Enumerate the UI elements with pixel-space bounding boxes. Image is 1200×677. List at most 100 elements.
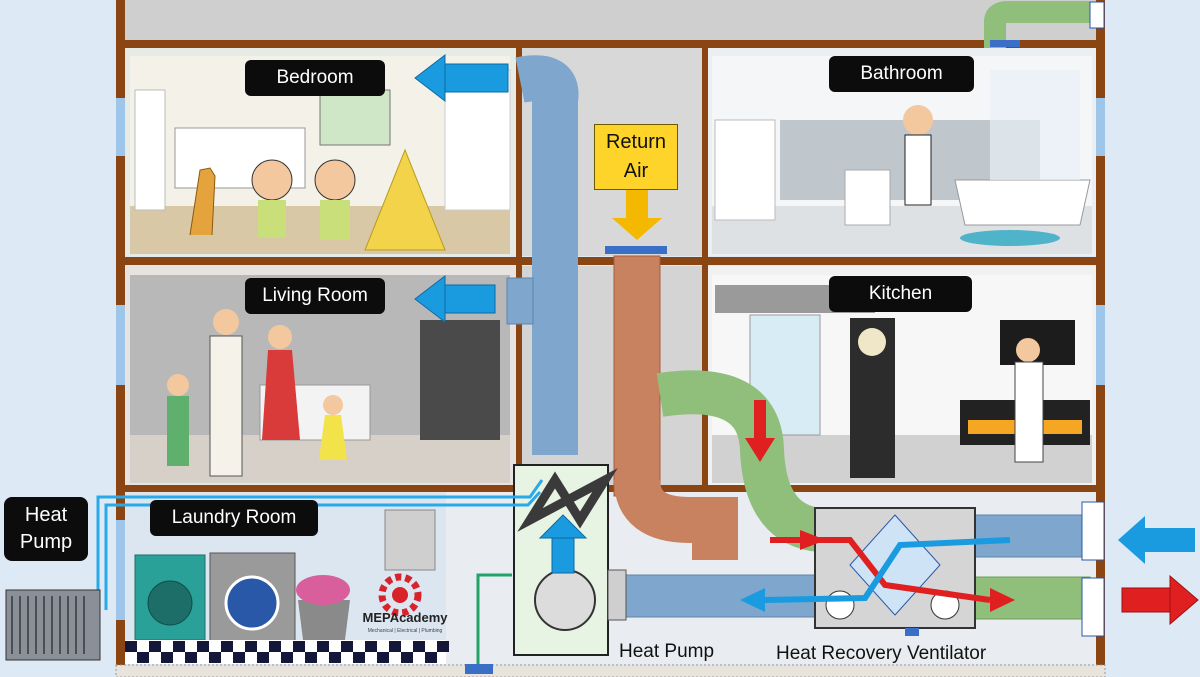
checker-tile [137, 652, 149, 663]
condensate-line [476, 573, 512, 664]
hrv-caption: Heat Recovery Ventilator [776, 643, 987, 664]
checker-tile [209, 652, 221, 663]
checker-tile [413, 641, 425, 652]
woman-body-icon [904, 134, 932, 206]
exhaust-louver [1081, 577, 1105, 637]
hrv-supply-path [764, 537, 1011, 603]
shelf-cabinet-icon [714, 119, 776, 221]
girl-character-icon [323, 395, 343, 415]
fresh-air-in-arrow-icon [1118, 516, 1195, 564]
clothes-pile-icon [296, 575, 350, 605]
supply-duct-riser [515, 55, 579, 455]
man-character-icon [213, 309, 239, 335]
checker-tile [293, 641, 305, 652]
bathtub-icon [954, 179, 1091, 226]
checker-tile [401, 652, 413, 663]
man-body-icon [209, 335, 243, 477]
checker-tile [125, 641, 137, 652]
evaporator-coil-icon [517, 468, 618, 532]
checker-tile [257, 652, 269, 663]
hrv-exhaust-arrowhead-icon [990, 588, 1015, 612]
wall-divider-left [516, 48, 522, 485]
checker-tile [149, 641, 161, 652]
return-duct-elbow [614, 478, 738, 560]
airflow-up-arrow-icon [538, 514, 588, 574]
bathroom-label: Bathroom [829, 56, 974, 92]
woman-character-icon [903, 105, 933, 135]
window-strip [116, 520, 125, 620]
checker-tile [221, 641, 233, 652]
hrv-fan-left-icon [825, 590, 855, 620]
hrv-drain-icon [905, 628, 919, 636]
refrigerant-line-liquid [96, 479, 544, 610]
checker-tile [305, 652, 317, 663]
wall-divider-right [702, 48, 708, 485]
window-icon [319, 89, 391, 146]
checker-tile [377, 652, 389, 663]
outdoor-heat-pump-line2: Pump [19, 531, 73, 553]
kitchen-label: Kitchen [829, 276, 972, 312]
return-duct [613, 255, 661, 497]
checker-tile [269, 641, 281, 652]
window-strip [1096, 98, 1105, 156]
blower-fan-icon [534, 569, 596, 631]
washer-door-icon [224, 575, 280, 631]
checker-tile [365, 641, 377, 652]
air-handler-outlet [607, 569, 627, 621]
outdoor-heat-pump-label: Heat Pump [4, 497, 88, 561]
checker-tile [173, 641, 185, 652]
fresh-air-duct [974, 514, 1091, 558]
supply-duct-branch [506, 277, 534, 325]
checker-tile [281, 652, 293, 663]
chef-body-icon [1014, 361, 1044, 463]
teepee-tent-icon [364, 148, 446, 251]
return-air-line1: Return [605, 131, 667, 153]
checker-tile [185, 652, 197, 663]
shower-curtain-icon [990, 70, 1080, 180]
checker-tile [389, 641, 401, 652]
checker-tile [197, 641, 209, 652]
checker-tile [425, 652, 437, 663]
chef-character-icon [1016, 338, 1040, 362]
wardrobe-icon [444, 69, 511, 211]
bedroom-label: Bedroom [245, 60, 385, 96]
return-air-label: Return Air [594, 124, 678, 190]
checker-tile [437, 641, 449, 652]
gear-logo-icon [378, 573, 422, 617]
checker-tile [317, 641, 329, 652]
logo-text: MEPAcademy [362, 610, 448, 625]
attic-exhaust-louver [1089, 1, 1105, 29]
checker-tile [341, 641, 353, 652]
hrv-exhaust-in-arrowhead-icon [800, 530, 826, 550]
checker-tile [329, 652, 341, 663]
boy-body-icon [258, 200, 286, 238]
attic-exhaust-duct [984, 1, 1090, 48]
supply-trunk-duct [624, 574, 816, 618]
hrv-supply-arrowhead-icon [740, 588, 765, 612]
clock-face-icon [858, 328, 886, 356]
laundry-basket-icon [298, 600, 350, 640]
sink-icon [844, 169, 891, 226]
drying-rack-icon [384, 509, 436, 571]
outdoor-heat-pump-line1: Heat [24, 504, 68, 526]
girl-dress-icon [319, 415, 347, 460]
floor-first [116, 485, 1105, 492]
living-room-label: Living Room [245, 278, 385, 314]
boy-body-icon [167, 396, 189, 466]
floor-second [116, 257, 1105, 265]
checker-tile [233, 652, 245, 663]
attic-vent-grille [990, 40, 1020, 47]
bookshelf-icon [134, 89, 166, 211]
checker-tile [353, 652, 365, 663]
exhaust-arrow-down-icon [745, 400, 775, 462]
window-strip [116, 98, 125, 156]
return-air-line2: Air [623, 160, 649, 182]
floor-attic [116, 40, 1105, 48]
supply-arrow-living-icon [414, 274, 496, 324]
window-strip [1096, 305, 1105, 385]
logo-tagline: Mechanical | Electrical | Plumbing [368, 628, 443, 634]
tv-icon [1000, 320, 1075, 365]
fresh-air-louver [1081, 501, 1105, 561]
bookcase-icon [420, 320, 500, 440]
